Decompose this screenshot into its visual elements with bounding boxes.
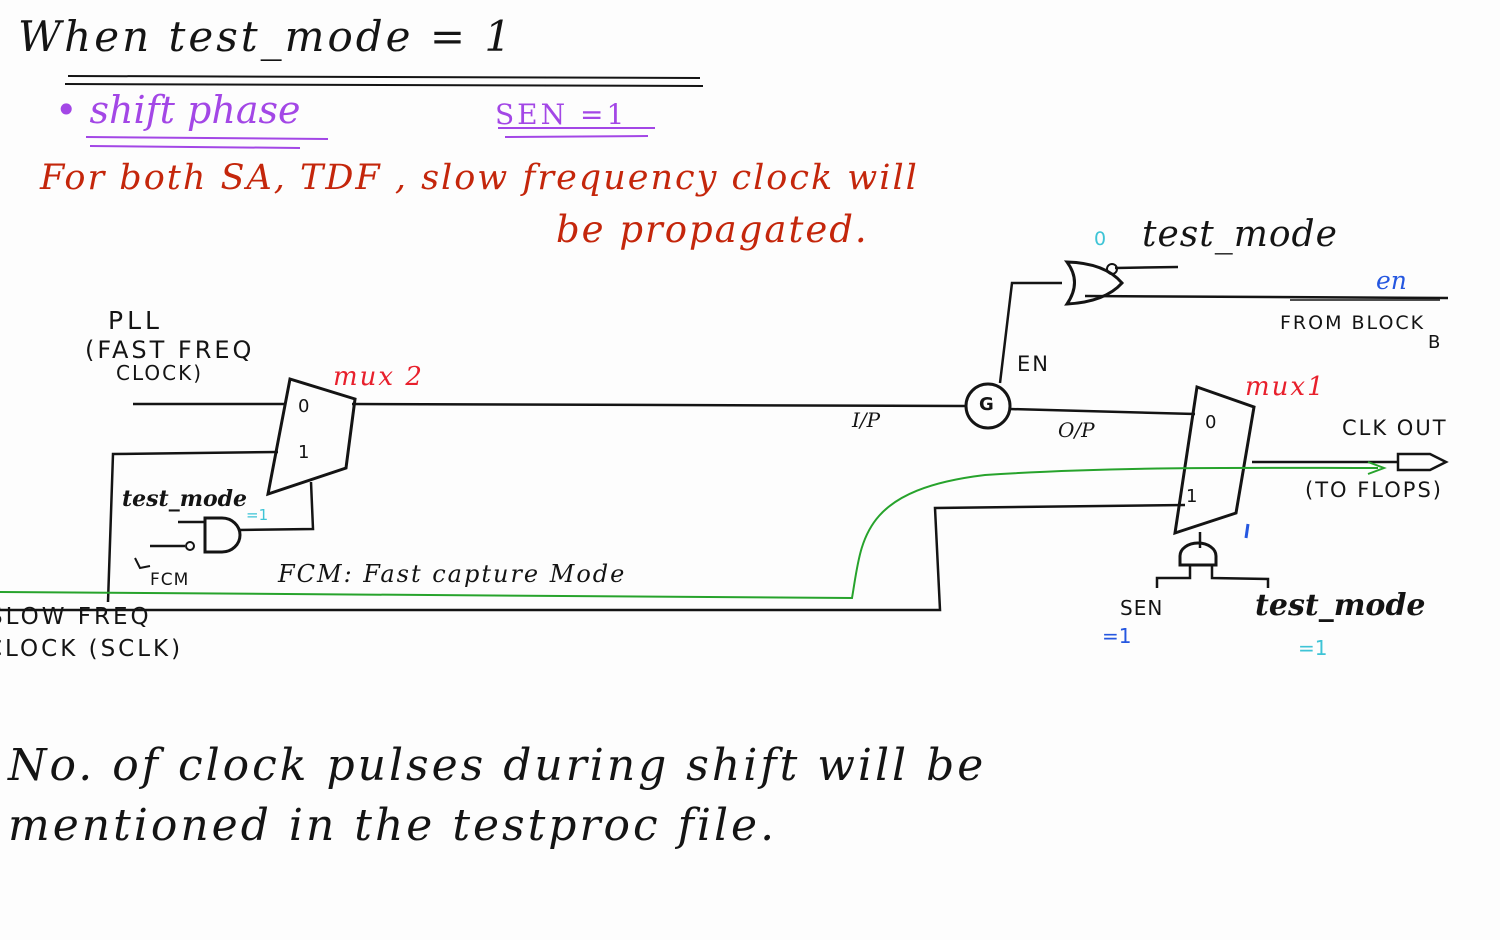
fcm-arrow bbox=[134, 557, 151, 570]
green-arrowhead bbox=[1367, 461, 1387, 475]
mux2-in0-label: 0 bbox=[298, 396, 310, 417]
mux2-label: mux 2 bbox=[333, 362, 424, 392]
sclk-to-mux1-wire bbox=[0, 503, 1186, 612]
or-en-label: en bbox=[1376, 266, 1407, 295]
fcm-note: FCM: Fast capture Mode bbox=[278, 560, 627, 588]
or-gate-body bbox=[1063, 260, 1124, 306]
output-port bbox=[1396, 452, 1449, 472]
en-label: EN bbox=[1017, 352, 1050, 376]
slow-clock-line1: SLOW FREQ bbox=[0, 604, 152, 630]
slow-clock-line2: CLOCK (SCLK) bbox=[0, 636, 184, 662]
and-gate-mux2 bbox=[203, 516, 242, 554]
from-block-label2: B bbox=[1428, 332, 1441, 353]
sen-underline bbox=[498, 127, 655, 138]
phase-condition: SEN =1 bbox=[495, 98, 628, 131]
mux1-body bbox=[1173, 384, 1256, 536]
or-test_mode-label: test_mode bbox=[1142, 214, 1338, 255]
footer-line1: No. of clock pulses during shift will be bbox=[8, 740, 987, 791]
ip-label: I/P bbox=[852, 408, 881, 432]
sen-value: =1 bbox=[1102, 624, 1132, 648]
and-mux1-inputs bbox=[1155, 566, 1270, 588]
note-line1: For both SA, TDF , slow frequency clock … bbox=[40, 158, 919, 198]
page-heading: When test_mode = 1 bbox=[18, 12, 515, 61]
mux2-select-wire bbox=[237, 481, 315, 532]
note-line2: be propagated. bbox=[556, 208, 869, 251]
pll-label-line3: CLOCK) bbox=[116, 361, 204, 385]
or-test_mode-value: 0 bbox=[1094, 228, 1107, 250]
clk-out-label: CLK OUT bbox=[1342, 416, 1448, 440]
or-in-test_mode bbox=[1114, 265, 1179, 270]
mux2-in1-label: 1 bbox=[298, 442, 310, 463]
mux2-in1-wire bbox=[106, 450, 279, 603]
mux2-out-wire bbox=[351, 402, 966, 408]
or-in-en bbox=[1084, 294, 1449, 300]
pll-label-line1: PLL bbox=[108, 306, 163, 335]
gate-out-wire bbox=[1009, 407, 1196, 416]
footer-line2: mentioned in the testproc file. bbox=[8, 800, 778, 851]
phase-underline bbox=[85, 136, 329, 149]
inverter-bubble bbox=[185, 541, 195, 551]
heading-underline bbox=[64, 75, 704, 87]
blue-mark bbox=[1244, 523, 1250, 539]
from-block-label: FROM BLOCK bbox=[1280, 312, 1426, 334]
tm2-value: =1 bbox=[1298, 636, 1328, 660]
clock-gate-body bbox=[964, 382, 1012, 430]
mux2-body bbox=[266, 377, 357, 497]
or-bubble bbox=[1106, 263, 1118, 275]
mux1-in1-label: 1 bbox=[1186, 486, 1198, 507]
tm2-label: test_mode bbox=[1255, 588, 1426, 623]
op-label: O/P bbox=[1058, 418, 1095, 442]
green-path bbox=[0, 466, 1379, 600]
en-wire bbox=[998, 281, 1062, 384]
sen-label: SEN bbox=[1120, 596, 1164, 620]
and-test_mode-value: =1 bbox=[246, 506, 269, 524]
mux1-label: mux1 bbox=[1245, 372, 1326, 402]
and-gate-mux1 bbox=[1178, 541, 1218, 567]
fcm-label: FCM bbox=[150, 570, 190, 590]
phase-label: • shift phase bbox=[55, 88, 301, 132]
clock-gate-label: G bbox=[979, 394, 994, 415]
pll-label-line2: (FAST FREQ bbox=[85, 336, 255, 364]
mux1-in0-label: 0 bbox=[1205, 412, 1217, 433]
and-test_mode-label: test_mode bbox=[122, 486, 248, 512]
to-flops-label: (TO FLOPS) bbox=[1305, 478, 1443, 502]
